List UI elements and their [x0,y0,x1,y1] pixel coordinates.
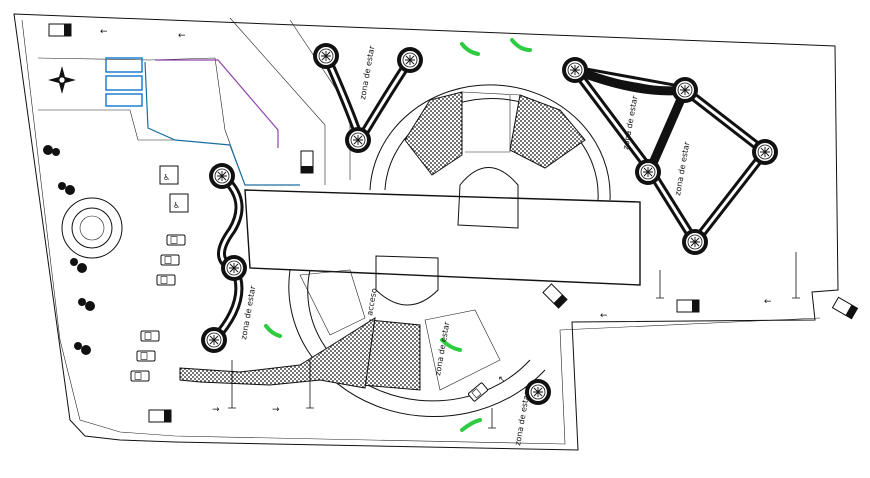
bench-icon [460,42,480,56]
bench-icon [264,324,282,338]
tree-icon [396,46,424,74]
parking-cars [48,23,186,423]
lamp-post-icon [792,252,800,299]
truck-icon [676,299,700,313]
roundabout [61,197,123,259]
bench-icon [510,38,532,52]
lower-plaza [288,255,546,418]
car-icon [156,274,176,286]
tree-icon [751,138,779,166]
truck-icon [300,150,314,174]
arrow-icon: → [272,405,280,415]
tree-icon [344,126,372,154]
main-building [244,189,641,286]
lamp-post-icon [306,360,314,409]
zone-label-3: zona de estar [673,140,691,196]
site-boundary [13,13,839,451]
zone-label-1: zona de estar [358,44,376,100]
truck-icon [148,409,172,423]
tree-icon [220,254,248,282]
lamp-post-icon [228,360,236,409]
arrow-icon: ← [178,31,186,41]
car-icon [160,254,180,266]
car-icon [136,350,156,362]
truck-icon [48,23,72,37]
tree-icon [208,162,236,190]
arrow-icon: ↖ [498,375,506,385]
shrubs-left [43,145,95,355]
truck-icon [831,296,859,320]
tree-icon [634,158,662,186]
left-garden-path [209,171,244,345]
zone-label-5: zona de estar [433,320,451,376]
lamp-post-icon [656,270,664,299]
tree-icon [671,76,699,104]
entrance-drive [229,17,351,185]
arrow-icon: ← [100,27,108,37]
arrow-icon: → [212,405,220,415]
car-icon [467,381,489,403]
arrow-icon: ← [764,297,772,307]
bench-icon [440,338,462,352]
lamp-posts [228,252,800,429]
green-benches [264,38,532,432]
zone-label-2: zona de estar [621,94,639,150]
car-icon [130,370,150,382]
compass-rose-icon [48,66,76,94]
accessible-parking: ♿ ♿ [159,165,189,213]
tree-icon [681,228,709,256]
zone-label-6: zona de estar [513,390,531,446]
inner-boundary [21,19,821,445]
upper-arch [457,167,519,229]
arrow-icon: ← [600,311,608,321]
access-label: acceso [365,287,379,316]
upper-plaza [369,84,611,229]
accessible-parking-icon: ♿ [163,173,170,182]
car-icon [140,330,160,342]
direction-arrows: ← ← ← ← → → ↖ [100,27,772,415]
bench-icon [460,418,482,432]
hatched-path-bottom [179,317,376,389]
tree-icon [312,42,340,70]
truck-icon [542,283,568,309]
tree-icon [561,56,589,84]
accessible-parking-icon: ♿ [173,201,180,210]
blue-parking-stalls [105,57,143,107]
car-icon [166,234,186,246]
teal-boundary [144,61,300,186]
lower-arch [375,255,439,306]
purple-boundary [155,59,279,148]
tree-icon [200,326,228,354]
lamp-post-icon [488,408,496,429]
